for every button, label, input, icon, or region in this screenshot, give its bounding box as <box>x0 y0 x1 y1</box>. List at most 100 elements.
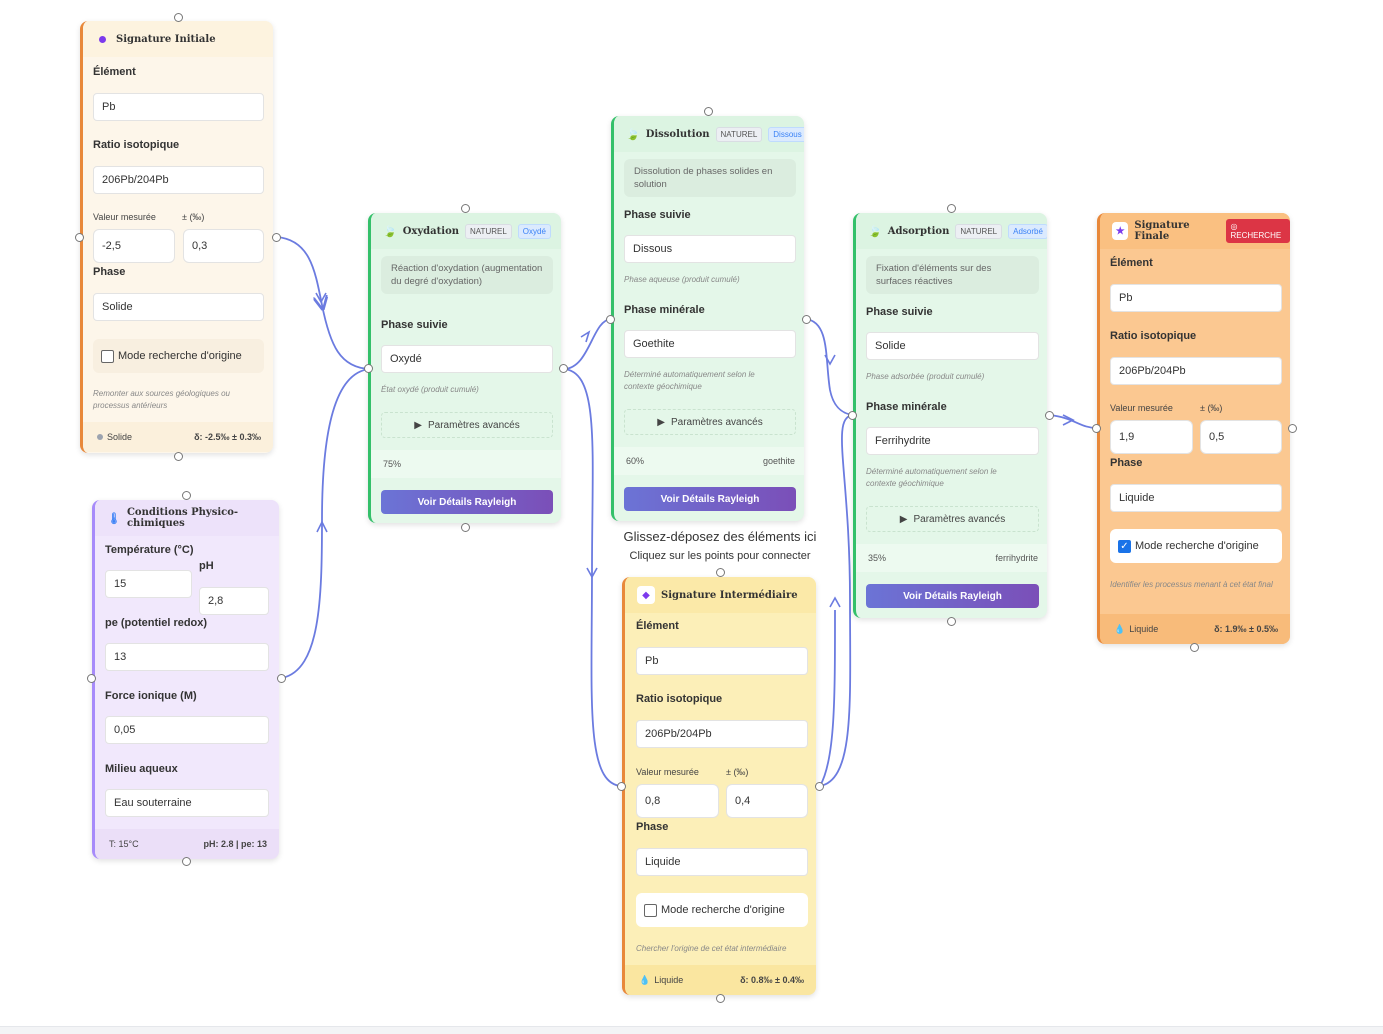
connection-handle[interactable] <box>364 364 373 373</box>
edge-arrow-5 <box>824 354 836 366</box>
connection-handle[interactable] <box>716 568 725 577</box>
connection-handle[interactable] <box>704 107 713 116</box>
phase-select[interactable]: Liquide <box>636 848 808 876</box>
thermometer-icon: 🌡 <box>107 511 121 525</box>
connection-handle[interactable] <box>716 994 725 1003</box>
connection-handle[interactable] <box>277 674 286 683</box>
progress-mineral: goethite <box>762 456 795 466</box>
connection-handle[interactable] <box>559 364 568 373</box>
node-signature-intermediaire[interactable]: ◆Signature Intermédiaire Élément Pb Rati… <box>622 577 816 995</box>
connection-handle[interactable] <box>947 204 956 213</box>
mineral-select[interactable]: Goethite <box>624 330 796 358</box>
milieu-select[interactable]: Eau souterraine <box>105 789 269 817</box>
element-input[interactable]: Pb <box>1110 284 1282 312</box>
progress-value: 75% <box>383 459 402 469</box>
edge-arrow-3 <box>580 330 591 343</box>
connection-handle[interactable] <box>848 411 857 420</box>
pm-input[interactable]: 0,5 <box>1200 420 1282 454</box>
pe-input[interactable]: 13 <box>105 643 269 671</box>
mode-checkbox[interactable] <box>101 349 114 363</box>
valeur-input[interactable]: -2,5 <box>93 229 175 263</box>
node-header[interactable]: ★Signature Finale◎ RECHERCHE <box>1100 213 1290 249</box>
connection-handle[interactable] <box>87 674 96 683</box>
node-header[interactable]: ◆Signature Intermédiaire <box>625 577 816 613</box>
ratio-input[interactable]: 206Pb/204Pb <box>1110 357 1282 385</box>
edge-oxydation-to-intermediaire[interactable] <box>563 368 623 787</box>
connection-handle[interactable] <box>461 204 470 213</box>
edge-adsorption-to-finale[interactable] <box>1049 414 1098 429</box>
phase-select[interactable]: Solide <box>866 332 1039 360</box>
edge-initiale-to-oxydation[interactable] <box>276 236 371 370</box>
node-conditions-physico-chimiques[interactable]: 🌡Conditions Physico-chimiques Températur… <box>92 500 279 859</box>
connection-handle[interactable] <box>947 617 956 626</box>
advanced-params-toggle[interactable]: ▶Paramètres avancés <box>381 412 553 438</box>
connection-handle[interactable] <box>802 315 811 324</box>
pm-input[interactable]: 0,3 <box>183 229 264 263</box>
phase-select[interactable]: Solide <box>93 293 264 321</box>
ionic-strength-input[interactable]: 0,05 <box>105 716 269 744</box>
connection-handle[interactable] <box>174 13 183 22</box>
mineral-help: Déterminé automatiquement selon le conte… <box>866 467 997 488</box>
pm-input[interactable]: 0,4 <box>726 784 808 818</box>
edge-intermediaire-to-adsorption[interactable] <box>819 414 854 787</box>
element-input[interactable]: Pb <box>636 647 808 675</box>
mode-recherche-toggle[interactable]: Mode recherche d'origine <box>93 339 264 373</box>
edge-dissolution-to-adsorption[interactable] <box>805 318 854 416</box>
ratio-input[interactable]: 206Pb/204Pb <box>93 166 264 194</box>
connection-handle[interactable] <box>1045 411 1054 420</box>
connection-handle[interactable] <box>182 857 191 866</box>
mode-recherche-toggle[interactable]: ✓Mode recherche d'origine <box>1110 529 1282 563</box>
ratio-input[interactable]: 206Pb/204Pb <box>636 720 808 748</box>
edge-oxydation-to-dissolution[interactable] <box>563 318 612 370</box>
edge-arrow-7 <box>1062 414 1075 426</box>
valeur-input[interactable]: 1,9 <box>1110 420 1193 454</box>
node-header[interactable]: Signature Initiale <box>83 21 273 57</box>
phase-help: Phase aqueuse (produit cumulé) <box>624 275 740 284</box>
advanced-params-toggle[interactable]: ▶Paramètres avancés <box>624 409 796 435</box>
rayleigh-details-button[interactable]: Voir Détails Rayleigh <box>624 487 796 511</box>
phase-select[interactable]: Dissous <box>624 235 796 263</box>
connection-handle[interactable] <box>174 452 183 461</box>
edge-conditions-to-oxydation[interactable] <box>281 368 371 679</box>
phase-select[interactable]: Oxydé <box>381 345 553 373</box>
node-header[interactable]: 🌡Conditions Physico-chimiques <box>95 500 279 536</box>
mineral-select[interactable]: Ferrihydrite <box>866 427 1039 455</box>
ph-input[interactable]: 2,8 <box>199 587 269 615</box>
connection-handle[interactable] <box>75 233 84 242</box>
connection-handle[interactable] <box>1092 424 1101 433</box>
node-title: Dissolution <box>645 128 710 140</box>
node-signature-initiale[interactable]: Signature Initiale Élément Pb Ratio isot… <box>80 21 273 453</box>
pe-label: pe (potentiel redox) <box>105 617 208 629</box>
advanced-params-toggle[interactable]: ▶Paramètres avancés <box>866 506 1039 532</box>
mode-checkbox[interactable]: ✓ <box>1118 539 1131 553</box>
rayleigh-details-button[interactable]: Voir Détails Rayleigh <box>866 584 1039 608</box>
connection-handle[interactable] <box>461 523 470 532</box>
phase-select[interactable]: Liquide <box>1110 484 1282 512</box>
connection-handle[interactable] <box>617 782 626 791</box>
connection-handle[interactable] <box>1288 424 1297 433</box>
connection-handle[interactable] <box>182 491 191 500</box>
valeur-input[interactable]: 0,8 <box>636 784 719 818</box>
connection-handle[interactable] <box>815 782 824 791</box>
footer-phase: Liquide <box>654 974 684 985</box>
drop-hint-subtitle: Cliquez sur les points pour connecter <box>629 550 811 562</box>
connection-handle[interactable] <box>606 315 615 324</box>
mode-checkbox[interactable] <box>644 903 657 917</box>
element-label: Élément <box>1110 257 1153 269</box>
edge-intermediaire-loop[interactable] <box>819 609 836 787</box>
element-input[interactable]: Pb <box>93 93 264 121</box>
connection-handle[interactable] <box>272 233 281 242</box>
node-signature-finale[interactable]: ★Signature Finale◎ RECHERCHE Élément Pb … <box>1097 213 1290 644</box>
connection-handle[interactable] <box>1190 643 1199 652</box>
temperature-input[interactable]: 15 <box>105 570 192 598</box>
mode-recherche-toggle[interactable]: Mode recherche d'origine <box>636 893 808 927</box>
rayleigh-details-button[interactable]: Voir Détails Rayleigh <box>381 490 553 514</box>
